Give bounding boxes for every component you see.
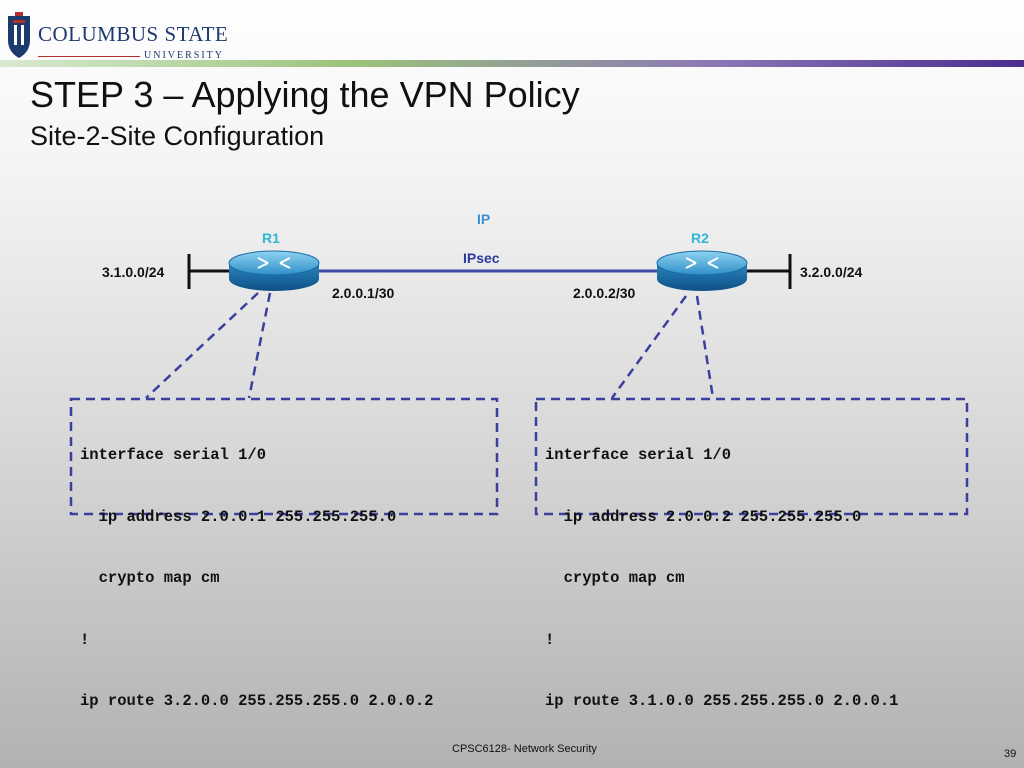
router-r1-label: R1 (262, 230, 280, 246)
router-r2-icon (656, 250, 748, 291)
ipsec-label: IPsec (463, 250, 500, 266)
logo-rule (38, 56, 140, 57)
slide-title: STEP 3 – Applying the VPN Policy (30, 74, 580, 115)
config-line: ip route 3.1.0.0 255.255.255.0 2.0.0.1 (545, 692, 899, 710)
r2-config-box (534, 397, 969, 516)
logo-subword: UNIVERSITY (144, 50, 224, 61)
r2-callout-pointer-b (695, 295, 715, 399)
router-r1-icon (228, 250, 320, 291)
page-number: 39 (1004, 748, 1017, 760)
r1-callout-pointer-a (145, 292, 259, 399)
r1-config-text: interface serial 1/0 ip address 2.0.0.1 … (80, 404, 433, 732)
slide-subtitle: Site-2-Site Configuration (30, 121, 325, 151)
header-accent-bar (0, 60, 1024, 67)
footer-course: CPSC6128- Network Security (452, 743, 597, 755)
config-line: ip address 2.0.0.2 255.255.255.0 (545, 507, 862, 526)
r2-lan-label: 3.2.0.0/24 (800, 264, 863, 280)
r2-config-text: interface serial 1/0 ip address 2.0.0.2 … (545, 404, 898, 732)
r1-config-box (69, 397, 499, 516)
router-r2-label: R2 (691, 230, 709, 246)
r1-callout-pointer-b (247, 292, 272, 399)
r2-wan-label: 2.0.0.2/30 (573, 285, 636, 301)
config-line: crypto map cm (545, 569, 685, 587)
shield-icon (8, 12, 30, 58)
config-line: ! (545, 630, 555, 649)
config-line: ip address 2.0.0.1 255.255.255.0 (80, 507, 397, 526)
config-line: interface serial 1/0 (80, 446, 267, 464)
config-line: ! (80, 630, 90, 649)
r1-lan-label: 3.1.0.0/24 (102, 264, 165, 280)
r2-callout-pointer-a (610, 295, 688, 399)
r1-wan-label: 2.0.0.1/30 (332, 285, 395, 301)
ip-label: IP (477, 211, 491, 227)
config-line: crypto map cm (80, 569, 220, 587)
config-line: interface serial 1/0 (545, 446, 732, 464)
university-logo: COLUMBUS STATE UNIVERSITY (4, 8, 244, 61)
config-line: ip route 3.2.0.0 255.255.255.0 2.0.0.2 (80, 692, 434, 710)
logo-wordmark: COLUMBUS STATE (38, 22, 229, 46)
